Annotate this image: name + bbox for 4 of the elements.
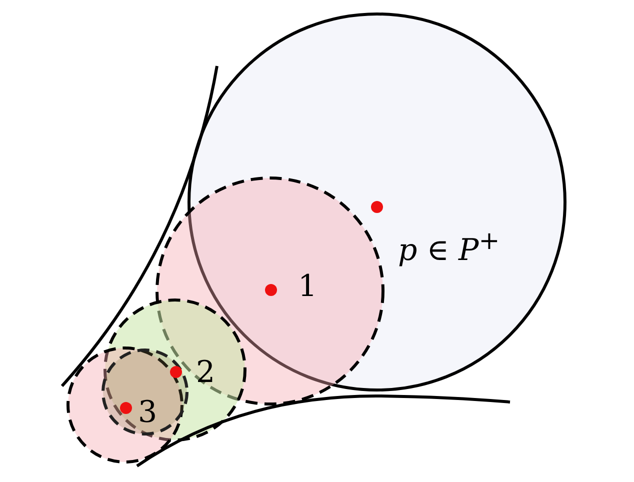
point-label: 3 (138, 396, 158, 430)
point-label: p ∈ P$^{+}$ (398, 225, 500, 268)
point-label: 2 (196, 356, 216, 390)
point-label: 1 (298, 270, 318, 304)
